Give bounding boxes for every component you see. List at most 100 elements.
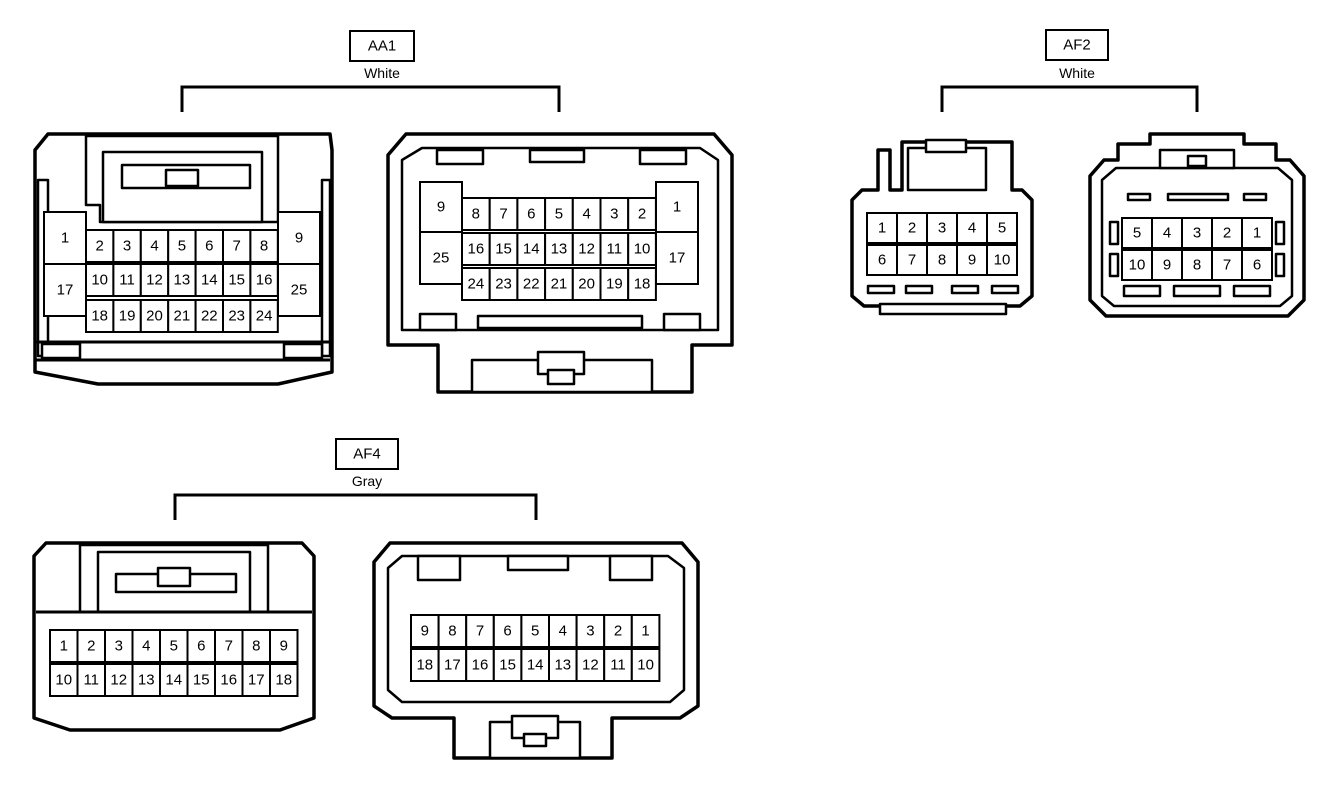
pin-cell: 8 bbox=[437, 614, 468, 648]
pin-box bbox=[544, 197, 574, 231]
pin-box bbox=[575, 648, 606, 682]
pin-cell: 5 bbox=[167, 229, 197, 263]
pin-number: 10 bbox=[634, 241, 651, 258]
pin-number: 15 bbox=[193, 672, 210, 689]
pin-number: 2 bbox=[96, 238, 104, 255]
pin-number: 19 bbox=[119, 308, 136, 325]
pin-number: 10 bbox=[994, 252, 1011, 269]
pin-number: 23 bbox=[228, 308, 245, 325]
pin-number: 18 bbox=[634, 276, 651, 293]
pin-number: 9 bbox=[968, 252, 976, 269]
pin-cell: 16 bbox=[249, 263, 279, 297]
pin-cell: 8 bbox=[241, 629, 271, 663]
pin-number: 21 bbox=[551, 276, 568, 293]
pin-box bbox=[603, 648, 633, 682]
pin-number: 10 bbox=[1129, 257, 1146, 274]
connector-color: White bbox=[364, 65, 400, 81]
pin-number: 2 bbox=[87, 638, 95, 655]
pin-cell: 3 bbox=[599, 197, 630, 231]
connector-code: AF4 bbox=[353, 446, 381, 463]
pin-cell: 15 bbox=[186, 663, 216, 697]
pin-number: 4 bbox=[968, 220, 976, 237]
pin-box bbox=[603, 614, 633, 648]
pin-cell: 14 bbox=[516, 232, 547, 266]
pin-number: 6 bbox=[503, 623, 511, 640]
pin-box bbox=[249, 263, 279, 297]
pin-cell: 18 bbox=[269, 663, 299, 697]
pin-number: 9 bbox=[280, 638, 288, 655]
pin-cell: 2 bbox=[896, 212, 928, 244]
pin-cell: 19 bbox=[599, 267, 630, 301]
pin-number: 4 bbox=[142, 638, 150, 655]
pin-cell: 25 bbox=[277, 263, 321, 317]
pin-box bbox=[1181, 249, 1213, 281]
pin-number: 6 bbox=[205, 238, 213, 255]
pin-cell: 16 bbox=[461, 232, 491, 266]
pin-cell: 3 bbox=[575, 614, 606, 648]
pin-box bbox=[492, 614, 523, 648]
pin-cell: 5 bbox=[986, 212, 1018, 244]
pin-number: 11 bbox=[119, 272, 135, 289]
pin-box bbox=[1181, 217, 1213, 249]
pin-cell: 5 bbox=[159, 629, 189, 663]
pin-cell: 9 bbox=[277, 211, 321, 265]
pin-box bbox=[575, 614, 606, 648]
pin-number: 1 bbox=[673, 199, 681, 216]
pin-cell: 17 bbox=[437, 648, 468, 682]
pin-number: 7 bbox=[476, 623, 484, 640]
pin-number: 8 bbox=[938, 252, 946, 269]
pin-box bbox=[516, 232, 547, 266]
pin-box bbox=[896, 244, 928, 276]
pin-number: 23 bbox=[495, 276, 512, 293]
pin-number: 8 bbox=[252, 638, 260, 655]
pin-cell: 14 bbox=[194, 263, 225, 297]
pin-cell: 1 bbox=[49, 629, 79, 663]
pin-number: 9 bbox=[437, 199, 445, 216]
pin-cell: 15 bbox=[492, 648, 523, 682]
pin-cell: 2 bbox=[76, 629, 106, 663]
pin-number: 11 bbox=[83, 672, 99, 689]
pin-box bbox=[461, 197, 491, 231]
pin-box bbox=[516, 267, 547, 301]
aa1-right-pin-grid: 9251178162471523614225132141220311192101… bbox=[419, 181, 699, 301]
pin-cell: 10 bbox=[1121, 249, 1153, 281]
pin-number: 5 bbox=[555, 206, 563, 223]
pin-box bbox=[1241, 217, 1273, 249]
pin-number: 5 bbox=[178, 238, 186, 255]
pin-box bbox=[520, 648, 551, 682]
pin-number: 10 bbox=[637, 657, 654, 674]
pin-cell: 3 bbox=[926, 212, 958, 244]
pin-cell: 6 bbox=[194, 229, 225, 263]
pin-number: 11 bbox=[607, 241, 623, 258]
pin-box bbox=[159, 629, 189, 663]
pin-cell: 22 bbox=[194, 299, 225, 333]
pin-cell: 7 bbox=[222, 229, 252, 263]
pin-cell: 7 bbox=[488, 197, 519, 231]
pin-number: 7 bbox=[225, 638, 233, 655]
pin-number: 10 bbox=[55, 672, 72, 689]
pin-cell: 11 bbox=[603, 648, 633, 682]
pin-cell: 9 bbox=[419, 181, 463, 233]
pin-box bbox=[43, 211, 87, 265]
pin-number: 17 bbox=[444, 657, 461, 674]
pin-number: 14 bbox=[523, 241, 540, 258]
pin-number: 17 bbox=[248, 672, 265, 689]
pin-cell: 15 bbox=[488, 232, 519, 266]
pin-number: 7 bbox=[1223, 257, 1231, 274]
pin-box bbox=[269, 663, 299, 697]
pin-box bbox=[222, 229, 252, 263]
pin-number: 8 bbox=[448, 623, 456, 640]
pin-box bbox=[986, 244, 1018, 276]
pin-box bbox=[1241, 249, 1273, 281]
pin-number: 6 bbox=[527, 206, 535, 223]
pin-box bbox=[214, 663, 244, 697]
connector-code-box bbox=[335, 438, 399, 470]
pin-number: 15 bbox=[495, 241, 512, 258]
pin-number: 2 bbox=[638, 206, 646, 223]
pin-cell: 18 bbox=[627, 267, 657, 301]
pin-number: 3 bbox=[938, 220, 946, 237]
pin-cell: 4 bbox=[956, 212, 988, 244]
